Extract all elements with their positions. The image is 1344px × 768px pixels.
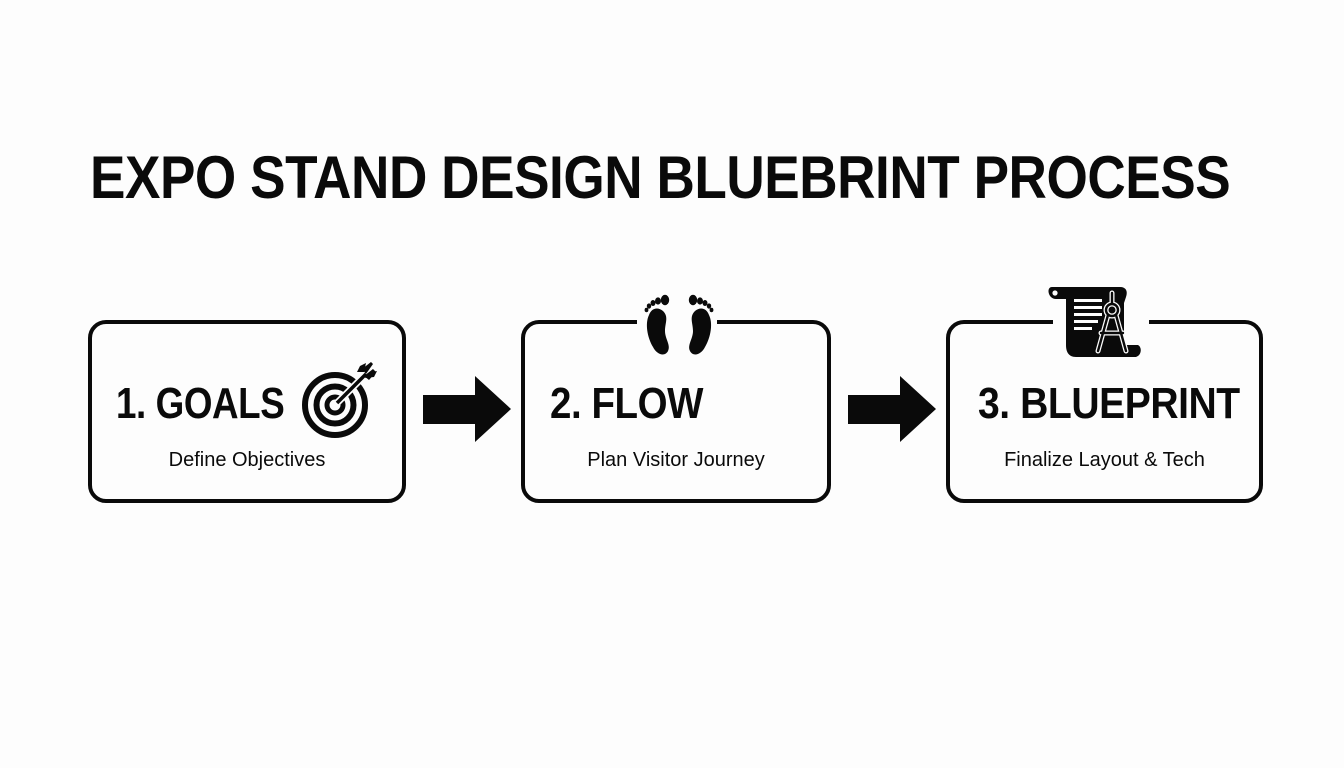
step-title-blueprint: 3. BLUEPRINT xyxy=(978,379,1240,428)
step-description-blueprint: Finalize Layout & Tech xyxy=(1004,449,1205,471)
step-title-flow: 2. FLOW xyxy=(550,379,703,428)
footprints-icon xyxy=(644,294,714,355)
arrow-right-icon xyxy=(423,376,511,442)
step-box-flow xyxy=(521,318,831,503)
target-icon xyxy=(302,362,377,438)
arrow-right-icon xyxy=(848,376,936,442)
border-gap xyxy=(637,318,717,328)
step-title-goals: 1. GOALS xyxy=(116,379,285,428)
step-description-goals: Define Objectives xyxy=(168,449,326,471)
diagram-title: EXPO STAND DESIGN BLUEBRINT PROCESS xyxy=(90,144,1231,211)
step-description-flow: Plan Visitor Journey xyxy=(587,449,765,471)
blueprint-scroll-compass-icon xyxy=(1048,287,1141,357)
